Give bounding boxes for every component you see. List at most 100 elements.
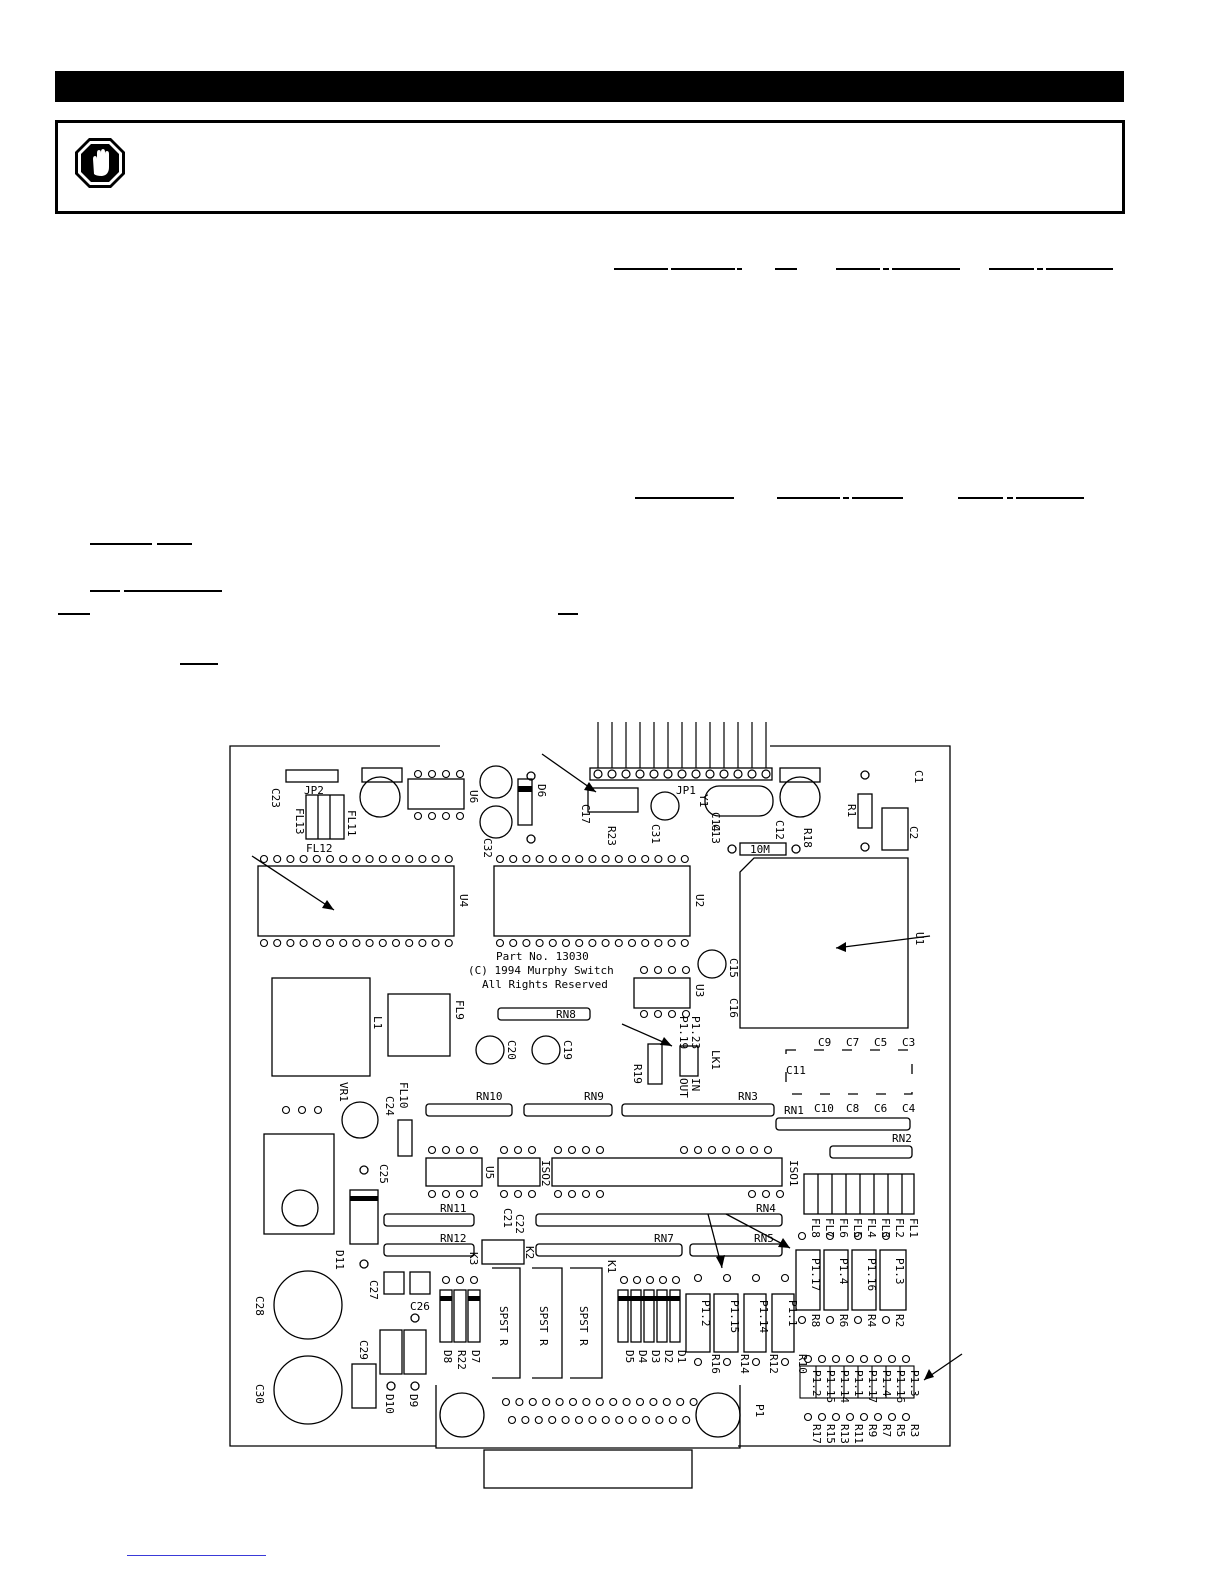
c28-label: C28 [253,1296,266,1316]
filter-label: FL1 [907,1218,920,1238]
ic-pin [352,938,361,948]
ic-pin [645,1275,655,1285]
strip-p1-label: P1.4 [880,1370,893,1397]
ic-pin [881,1315,891,1325]
header-pin-pad [719,769,729,779]
ic-pin [881,1231,891,1241]
ic-pin [632,1275,642,1285]
underline-rule [843,497,849,499]
y1-label: Y1 [697,794,710,807]
ic-pin [667,1009,677,1019]
strip-resistor-label: R13 [838,1424,851,1444]
filter-label: FL8 [809,1218,822,1238]
c20-label: C20 [505,1040,518,1060]
ic-pin [654,938,663,948]
ic-pin [555,1397,564,1407]
ic-pin [641,854,650,864]
ic-pin [622,1397,631,1407]
underline-rule [90,590,120,592]
u4-label: U4 [457,894,470,908]
ic-pin [561,938,571,948]
c31-label: C31 [649,824,662,844]
filter-label: FL7 [823,1218,836,1238]
ic-pin [735,1145,745,1155]
ic-pin [259,854,269,864]
d9-label: D9 [407,1394,420,1407]
underline-rule [777,497,840,499]
ic-pin [441,1145,451,1155]
ic-pin [469,1189,479,1199]
ic-pin [501,1397,511,1407]
ic-pin [641,938,650,948]
jp1-label: JP1 [676,784,696,797]
filter-label: FL6 [837,1218,850,1238]
ic-pin [286,938,295,948]
ic-pin [418,938,427,948]
underline-rule [852,497,903,499]
ic-pin [299,854,308,864]
r22-label: R22 [455,1350,468,1370]
ic-pin [853,1315,863,1325]
c7-label: C7 [846,1036,859,1049]
filter-label: FL3 [879,1218,892,1238]
strip-pin [873,1354,883,1364]
resistor-label: R10 [796,1354,809,1374]
ic-pin [649,1397,658,1407]
c3-label: C3 [902,1036,915,1049]
iso2-label: ISO2 [539,1160,552,1187]
header-pin-pad [705,769,715,779]
resistor-label: R6 [837,1314,850,1327]
jp2-label: JP2 [304,784,324,797]
ic-pin [259,938,269,948]
header-pin-pad [691,769,701,779]
rn2-label: RN2 [892,1132,912,1145]
underline-rule [1016,497,1084,499]
rn7-label: RN7 [654,1232,674,1245]
ic-pin [568,1397,578,1407]
rights-label: All Rights Reserved [482,978,608,991]
c12-label: C12 [773,820,786,840]
ic-pin [707,1145,717,1155]
underline-rule [157,543,192,545]
ic-pin [431,938,440,948]
strip-p1-label: P1.15 [824,1370,837,1403]
ic-pin [595,1189,605,1199]
ic-pin [535,938,544,948]
rn12-label: RN12 [440,1232,467,1245]
ic-pin [312,854,321,864]
ic-pin [297,1105,307,1115]
lk1-label: LK1 [709,1050,722,1070]
p1-pin-label: P1.15 [728,1300,741,1333]
ic-pin [527,1145,537,1155]
ic-pin [639,1009,649,1019]
header-pin-pad [677,769,687,779]
strip-pin [887,1354,897,1364]
r1-label: R1 [845,804,858,817]
ic-pin [601,1415,610,1425]
ic-pin [286,854,295,864]
c19-label: C19 [561,1040,574,1060]
resistor-label: R4 [865,1314,878,1328]
ic-pin [513,1145,523,1155]
strip-p1-label: P1.2 [810,1370,823,1397]
c8-label: C8 [846,1102,859,1115]
underline-rule [124,590,222,592]
strip-pin [859,1354,869,1364]
c25-label: C25 [377,1164,390,1184]
d6-label: D6 [535,784,548,797]
ic-pin [693,1357,703,1367]
ic-pin [455,1275,465,1285]
ic-pin [535,854,544,864]
rn8-label: RN8 [556,1008,576,1021]
strip-pin [887,1412,897,1422]
underline-rule [958,497,1003,499]
filter-label: FL4 [865,1218,878,1238]
ic-pin [639,965,649,975]
resistor-label: R16 [709,1354,722,1374]
ic-pin [575,938,584,948]
resistor-label: R2 [893,1314,906,1327]
ic-pin [528,1397,537,1407]
strip-pin [859,1412,869,1422]
r23-label: R23 [605,826,618,846]
link-underline[interactable] [127,1555,266,1556]
